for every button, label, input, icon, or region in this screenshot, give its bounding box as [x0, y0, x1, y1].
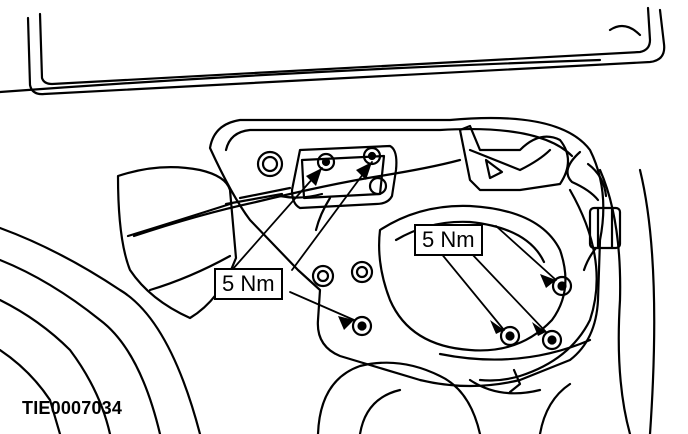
right-trim: [598, 168, 656, 434]
figure-part-number: TIE0007034: [22, 398, 123, 418]
callout-arrowheads: [306, 162, 556, 336]
latch-lever: [458, 124, 570, 192]
operating-cables: [132, 158, 598, 395]
torque-label-right: 5 Nm: [414, 224, 483, 256]
window-frame: [0, 6, 666, 96]
callout-lines: [231, 161, 557, 333]
door-trim-lines: [0, 226, 202, 434]
fastener-bolts: [316, 146, 573, 351]
torque-label-left: 5 Nm: [214, 268, 283, 300]
lower-panel: [316, 361, 572, 434]
wiring-connector: [566, 150, 622, 272]
housing-bores: [256, 150, 388, 288]
